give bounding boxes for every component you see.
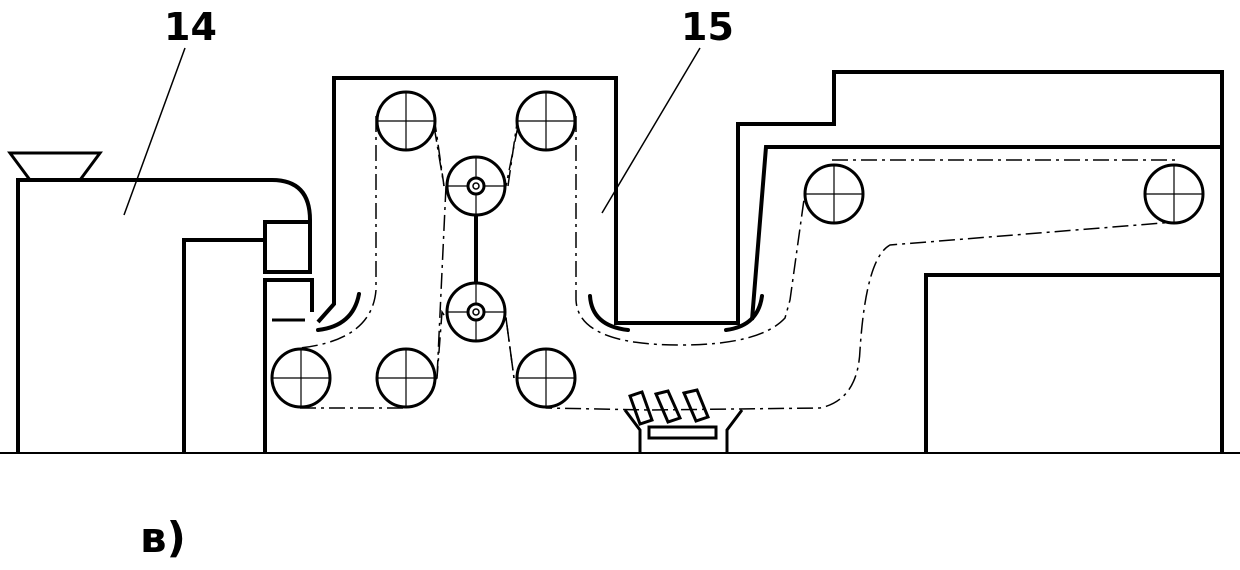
roll-hub-inner xyxy=(472,308,480,316)
roll-top-right xyxy=(515,90,577,152)
chamber-outline xyxy=(316,70,1224,453)
heater-tray xyxy=(623,409,744,453)
unit-15 xyxy=(316,70,1224,453)
leader-line-15 xyxy=(601,47,701,214)
heater-fins xyxy=(628,388,710,426)
duct-lower-box xyxy=(263,278,314,453)
hopper-funnel xyxy=(7,151,103,182)
roll-top-left xyxy=(375,90,437,152)
web-path xyxy=(299,115,1176,411)
roll-hub-inner xyxy=(472,182,480,190)
guide-shoe-3 xyxy=(724,294,764,332)
roll-bottom-3 xyxy=(515,347,577,409)
heater-plate xyxy=(647,425,718,440)
rolls-group xyxy=(270,90,1205,409)
guide-shoe-2 xyxy=(588,294,630,332)
unit-14-body xyxy=(16,178,312,453)
guide-shoe-1 xyxy=(316,292,361,332)
web-path-loops xyxy=(299,115,1175,349)
label-14: 14 xyxy=(164,5,217,49)
duct-outlet-box xyxy=(263,220,312,274)
roll-bottom-2 xyxy=(375,347,437,409)
roll-conveyor-right xyxy=(1143,163,1205,225)
heater xyxy=(623,388,744,453)
unit-14 xyxy=(7,151,314,453)
label-15: 15 xyxy=(681,5,734,49)
roll-conveyor-left xyxy=(803,163,865,225)
right-housing xyxy=(924,273,1222,453)
chamber-inner-slope xyxy=(750,145,1222,321)
roll-tension-upper xyxy=(445,155,507,217)
web-path-cross xyxy=(433,125,519,379)
panel-label: в) xyxy=(140,513,186,562)
roll-tension-lower xyxy=(445,281,507,343)
roll-bottom-1 xyxy=(270,347,332,409)
unit-14-inner-leg xyxy=(182,238,265,453)
leader-line-14 xyxy=(123,47,186,216)
